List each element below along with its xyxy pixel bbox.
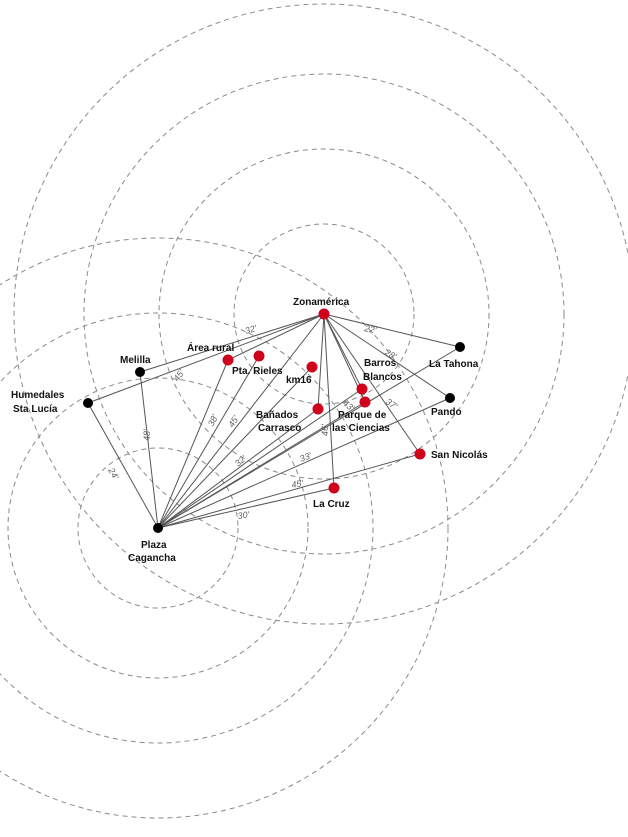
label-barros-line1: Barros [364,358,397,369]
node-pta-rieles [253,350,265,362]
label-san-nicolas: San Nicolás [431,450,488,461]
node-la-tahona [455,342,465,352]
label-parque-line1: Parque de [338,410,387,421]
time-label: 48' [142,429,152,441]
label-banados-line2: Carrasco [258,423,301,434]
label-humedales-line2: Sta Lucía [13,404,58,415]
node-melilla [135,367,145,377]
node-parque-ciencias [359,396,371,408]
time-label: 22' [363,323,378,335]
node-plaza-cagancha [153,523,163,533]
nodes [83,308,465,533]
node-pando [445,393,455,403]
node-san-nicolas [414,448,426,460]
label-zonamerica: Zonamérica [293,297,350,308]
node-humedales [83,398,93,408]
label-la-cruz: La Cruz [313,499,350,510]
isochrone-circles-cagancha [0,237,449,819]
time-label: 30' [237,509,250,521]
label-la-tahona: La Tahona [429,359,479,370]
time-label: 24' [106,465,121,481]
label-plaza-line2: Cagancha [128,553,176,564]
label-parque-line2: las Ciencias [332,423,390,434]
time-label: 45' [291,478,305,490]
edges-cagancha [87,313,461,529]
label-km16: km16 [286,375,312,386]
travel-time-labels: 32' 22' 28' 45' 43' 37' 38' 45' 32' 33' … [106,323,400,521]
node-labels: Zonamérica Área rural Pta. Rieles km16 B… [11,297,488,564]
time-label: 33' [298,450,313,464]
node-barros-blancos [356,383,368,395]
time-label: 46' [320,424,330,436]
time-label: 32' [244,323,258,336]
time-label: 45' [226,414,241,429]
node-km16 [306,361,318,373]
node-banados-carrasco [312,403,324,415]
label-melilla: Melilla [120,355,151,366]
time-label: 32' [233,453,249,468]
label-pta-rieles: Pta. Rieles [232,366,283,377]
label-area-rural: Área rural [187,341,234,354]
label-pando: Pando [431,407,462,418]
label-banados-line1: Bañados [256,410,299,421]
node-la-cruz [328,482,340,494]
node-zonamerica [318,308,330,320]
edges-other [87,313,325,404]
label-humedales-line1: Humedales [11,390,65,401]
edges-zonamerica [139,313,461,489]
isochrone-circles-zonamerica [13,3,628,625]
node-area-rural [222,354,234,366]
label-barros-line2: Blancos [363,372,402,383]
label-plaza-line1: Plaza [141,540,167,551]
time-label: 38' [206,413,220,428]
